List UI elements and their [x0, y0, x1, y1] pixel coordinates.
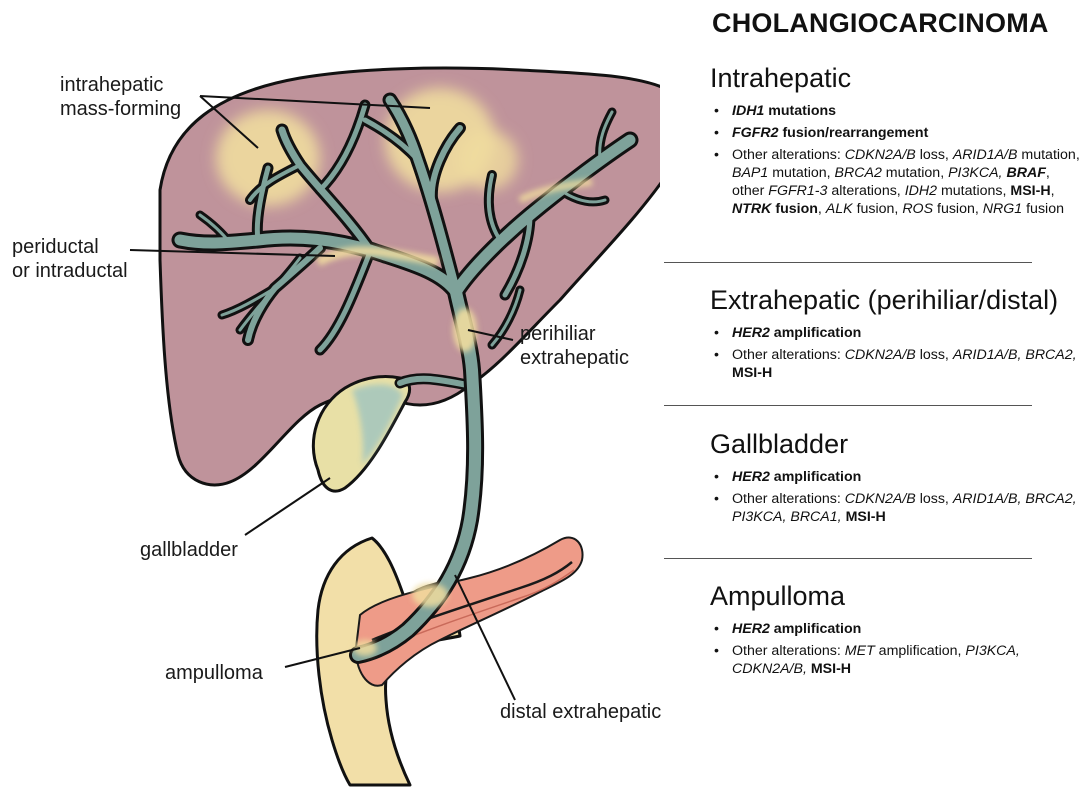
text-run: ,: [818, 201, 826, 217]
section-heading: Extrahepatic (perihiliar/distal): [710, 284, 1080, 316]
text-run: mutations,: [937, 183, 1010, 199]
bullet-list: HER2 amplification Other alterations: CD…: [710, 468, 1080, 526]
text-run: fusion,: [853, 201, 903, 217]
text-run: BAP1: [732, 165, 768, 181]
text-run: BRCA2: [835, 165, 882, 181]
label-gallbladder: gallbladder: [140, 538, 238, 562]
section-gallbladder: Gallbladder HER2 amplification Other alt…: [710, 428, 1080, 530]
text-run: MSI-H: [732, 365, 772, 381]
text-run: mutation,: [882, 165, 948, 181]
text-run: MET: [845, 643, 875, 659]
text-run: fusion,: [933, 201, 983, 217]
text-run: Other alterations:: [732, 147, 845, 163]
text-run: MSI-H: [846, 509, 886, 525]
text-run: ,: [1051, 183, 1055, 199]
label-line: or intraductal: [12, 259, 128, 283]
text-run: FGFR1-3: [768, 183, 827, 199]
text-run: fusion: [1022, 201, 1064, 217]
bullet-list: HER2 amplification Other alterations: CD…: [710, 324, 1080, 382]
text-run: ALK: [826, 201, 853, 217]
text-run: loss,: [916, 491, 953, 507]
text-run: Other alterations:: [732, 347, 845, 363]
divider: [664, 558, 1032, 559]
section-heading: Ampulloma: [710, 580, 1080, 612]
text-run: mutations: [764, 103, 836, 119]
text-run: fusion/rearrangement: [779, 125, 929, 141]
text-run: NTRK: [732, 201, 771, 217]
bullet-item: Other alterations: MET amplification, PI…: [710, 642, 1080, 678]
bullet-item: HER2 amplification: [710, 468, 1080, 486]
text-run: HER2: [732, 325, 770, 341]
text-run: fusion: [771, 201, 818, 217]
text-run: loss,: [916, 347, 953, 363]
bullet-item: FGFR2 fusion/rearrangement: [710, 124, 1080, 142]
page-title: CHOLANGIOCARCINOMA: [712, 8, 1049, 39]
text-run: mutation,: [768, 165, 834, 181]
text-run: BRAF: [1006, 165, 1045, 181]
text-run: amplification: [770, 325, 861, 341]
text-run: HER2: [732, 621, 770, 637]
bullet-item: IDH1 mutations: [710, 102, 1080, 120]
text-run: IDH2: [905, 183, 937, 199]
divider: [664, 405, 1032, 406]
label-ampulloma: ampulloma: [165, 661, 263, 685]
text-run: HER2: [732, 469, 770, 485]
label-line: periductal: [12, 235, 128, 259]
text-run: loss,: [916, 147, 953, 163]
text-run: MSI-H: [1010, 183, 1050, 199]
text-run: CDKN2A/B: [845, 491, 916, 507]
text-run: mutation,: [1017, 147, 1079, 163]
text-run: IDH1: [732, 103, 764, 119]
label-periductal: periductal or intraductal: [12, 235, 128, 283]
text-run: Other alterations:: [732, 643, 845, 659]
bullet-item: Other alterations: CDKN2A/B loss, ARID1A…: [710, 146, 1080, 218]
text-run: alterations,: [827, 183, 904, 199]
text-run: ROS: [902, 201, 933, 217]
label-line: extrahepatic: [520, 346, 629, 370]
section-extrahepatic: Extrahepatic (perihiliar/distal) HER2 am…: [710, 284, 1080, 386]
text-run: amplification,: [875, 643, 966, 659]
bullet-item: Other alterations: CDKN2A/B loss, ARID1A…: [710, 490, 1080, 526]
text-run: Other alterations:: [732, 491, 845, 507]
section-heading: Intrahepatic: [710, 62, 1080, 94]
bullet-item: HER2 amplification: [710, 324, 1080, 342]
divider: [664, 262, 1032, 263]
bullet-list: HER2 amplification Other alterations: ME…: [710, 620, 1080, 678]
text-run: ARID1A/B: [953, 147, 1018, 163]
text-run: CDKN2A/B: [845, 347, 916, 363]
label-line: intrahepatic: [60, 73, 181, 97]
section-ampulloma: Ampulloma HER2 amplification Other alter…: [710, 580, 1080, 682]
section-heading: Gallbladder: [710, 428, 1080, 460]
bullet-item: Other alterations: CDKN2A/B loss, ARID1A…: [710, 346, 1080, 382]
text-run: FGFR2: [732, 125, 779, 141]
label-line: perihiliar: [520, 322, 629, 346]
text-run: MSI-H: [811, 661, 851, 677]
bullet-item: HER2 amplification: [710, 620, 1080, 638]
text-run: NRG1: [983, 201, 1022, 217]
text-run: amplification: [770, 469, 861, 485]
label-intrahepatic-mass-forming: intrahepatic mass-forming: [60, 73, 181, 121]
text-run: CDKN2A/B: [845, 147, 916, 163]
label-perihiliar-extrahepatic: perihiliar extrahepatic: [520, 322, 629, 370]
label-line: mass-forming: [60, 97, 181, 121]
text-run: ARID1A/B, BRCA2,: [953, 347, 1077, 363]
label-distal-extrahepatic: distal extrahepatic: [500, 700, 661, 724]
text-run: PI3KCA,: [948, 165, 1002, 181]
text-run: amplification: [770, 621, 861, 637]
bullet-list: IDH1 mutations FGFR2 fusion/rearrangemen…: [710, 102, 1080, 218]
section-intrahepatic: Intrahepatic IDH1 mutations FGFR2 fusion…: [710, 62, 1080, 222]
